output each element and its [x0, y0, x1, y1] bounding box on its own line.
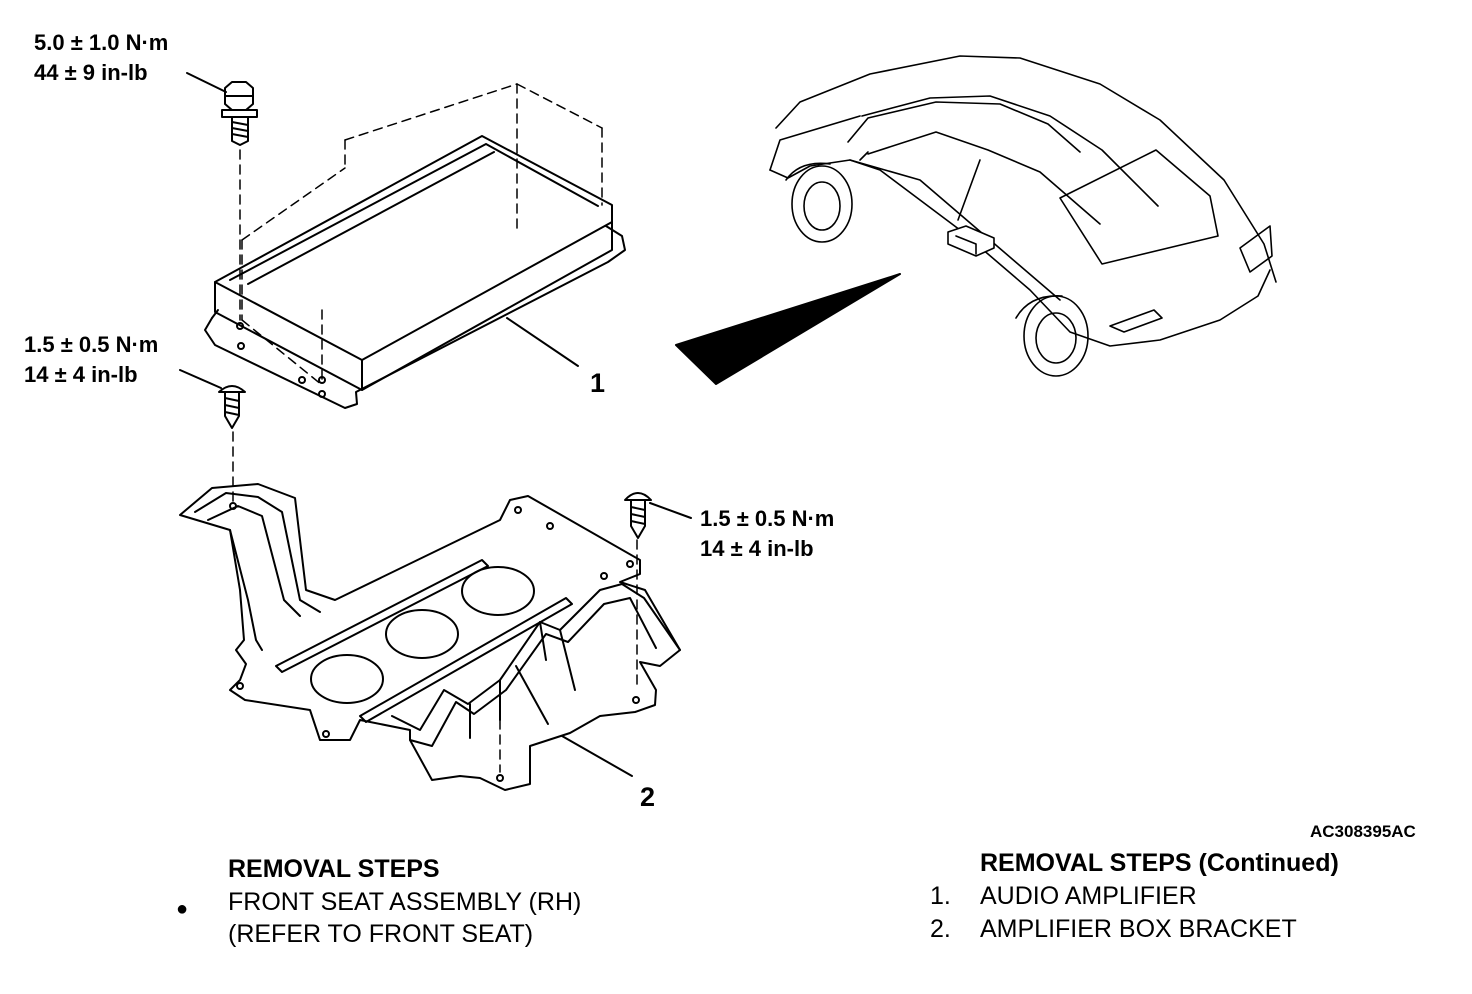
- torque-label-screw-left: 1.5 ± 0.5 N·m 14 ± 4 in-lb: [24, 332, 159, 387]
- removal-step-amplifier-box-bracket: AMPLIFIER BOX BRACKET: [980, 915, 1297, 943]
- view-pointer: [675, 273, 901, 385]
- callout-1: 1: [590, 368, 606, 398]
- removal-step-front-seat-reference: (REFER TO FRONT SEAT): [228, 920, 534, 948]
- removal-step-number: 1.: [930, 882, 951, 910]
- screw: [624, 492, 692, 691]
- removal-steps-title: REMOVAL STEPS: [228, 855, 440, 883]
- audio-amplifier: [204, 83, 626, 409]
- vehicle-outline: [769, 55, 1277, 377]
- removal-step-audio-amplifier: AUDIO AMPLIFIER: [980, 882, 1197, 910]
- screw: [179, 369, 246, 506]
- figure-id: AC308395AC: [1310, 822, 1416, 841]
- bullet-icon: ●: [176, 898, 189, 920]
- removal-step-number: 2.: [930, 915, 951, 943]
- removal-steps-continued-title: REMOVAL STEPS (Continued): [980, 849, 1339, 877]
- amplifier-box-bracket: [179, 483, 681, 791]
- callout-2: 2: [640, 782, 656, 812]
- removal-step-front-seat: FRONT SEAT ASSEMBLY (RH): [228, 888, 582, 916]
- torque-label-bolt: 5.0 ± 1.0 N·m 44 ± 9 in-lb: [34, 30, 169, 85]
- torque-label-screw-right: 1.5 ± 0.5 N·m 14 ± 4 in-lb: [700, 506, 835, 561]
- bolt: [186, 72, 258, 321]
